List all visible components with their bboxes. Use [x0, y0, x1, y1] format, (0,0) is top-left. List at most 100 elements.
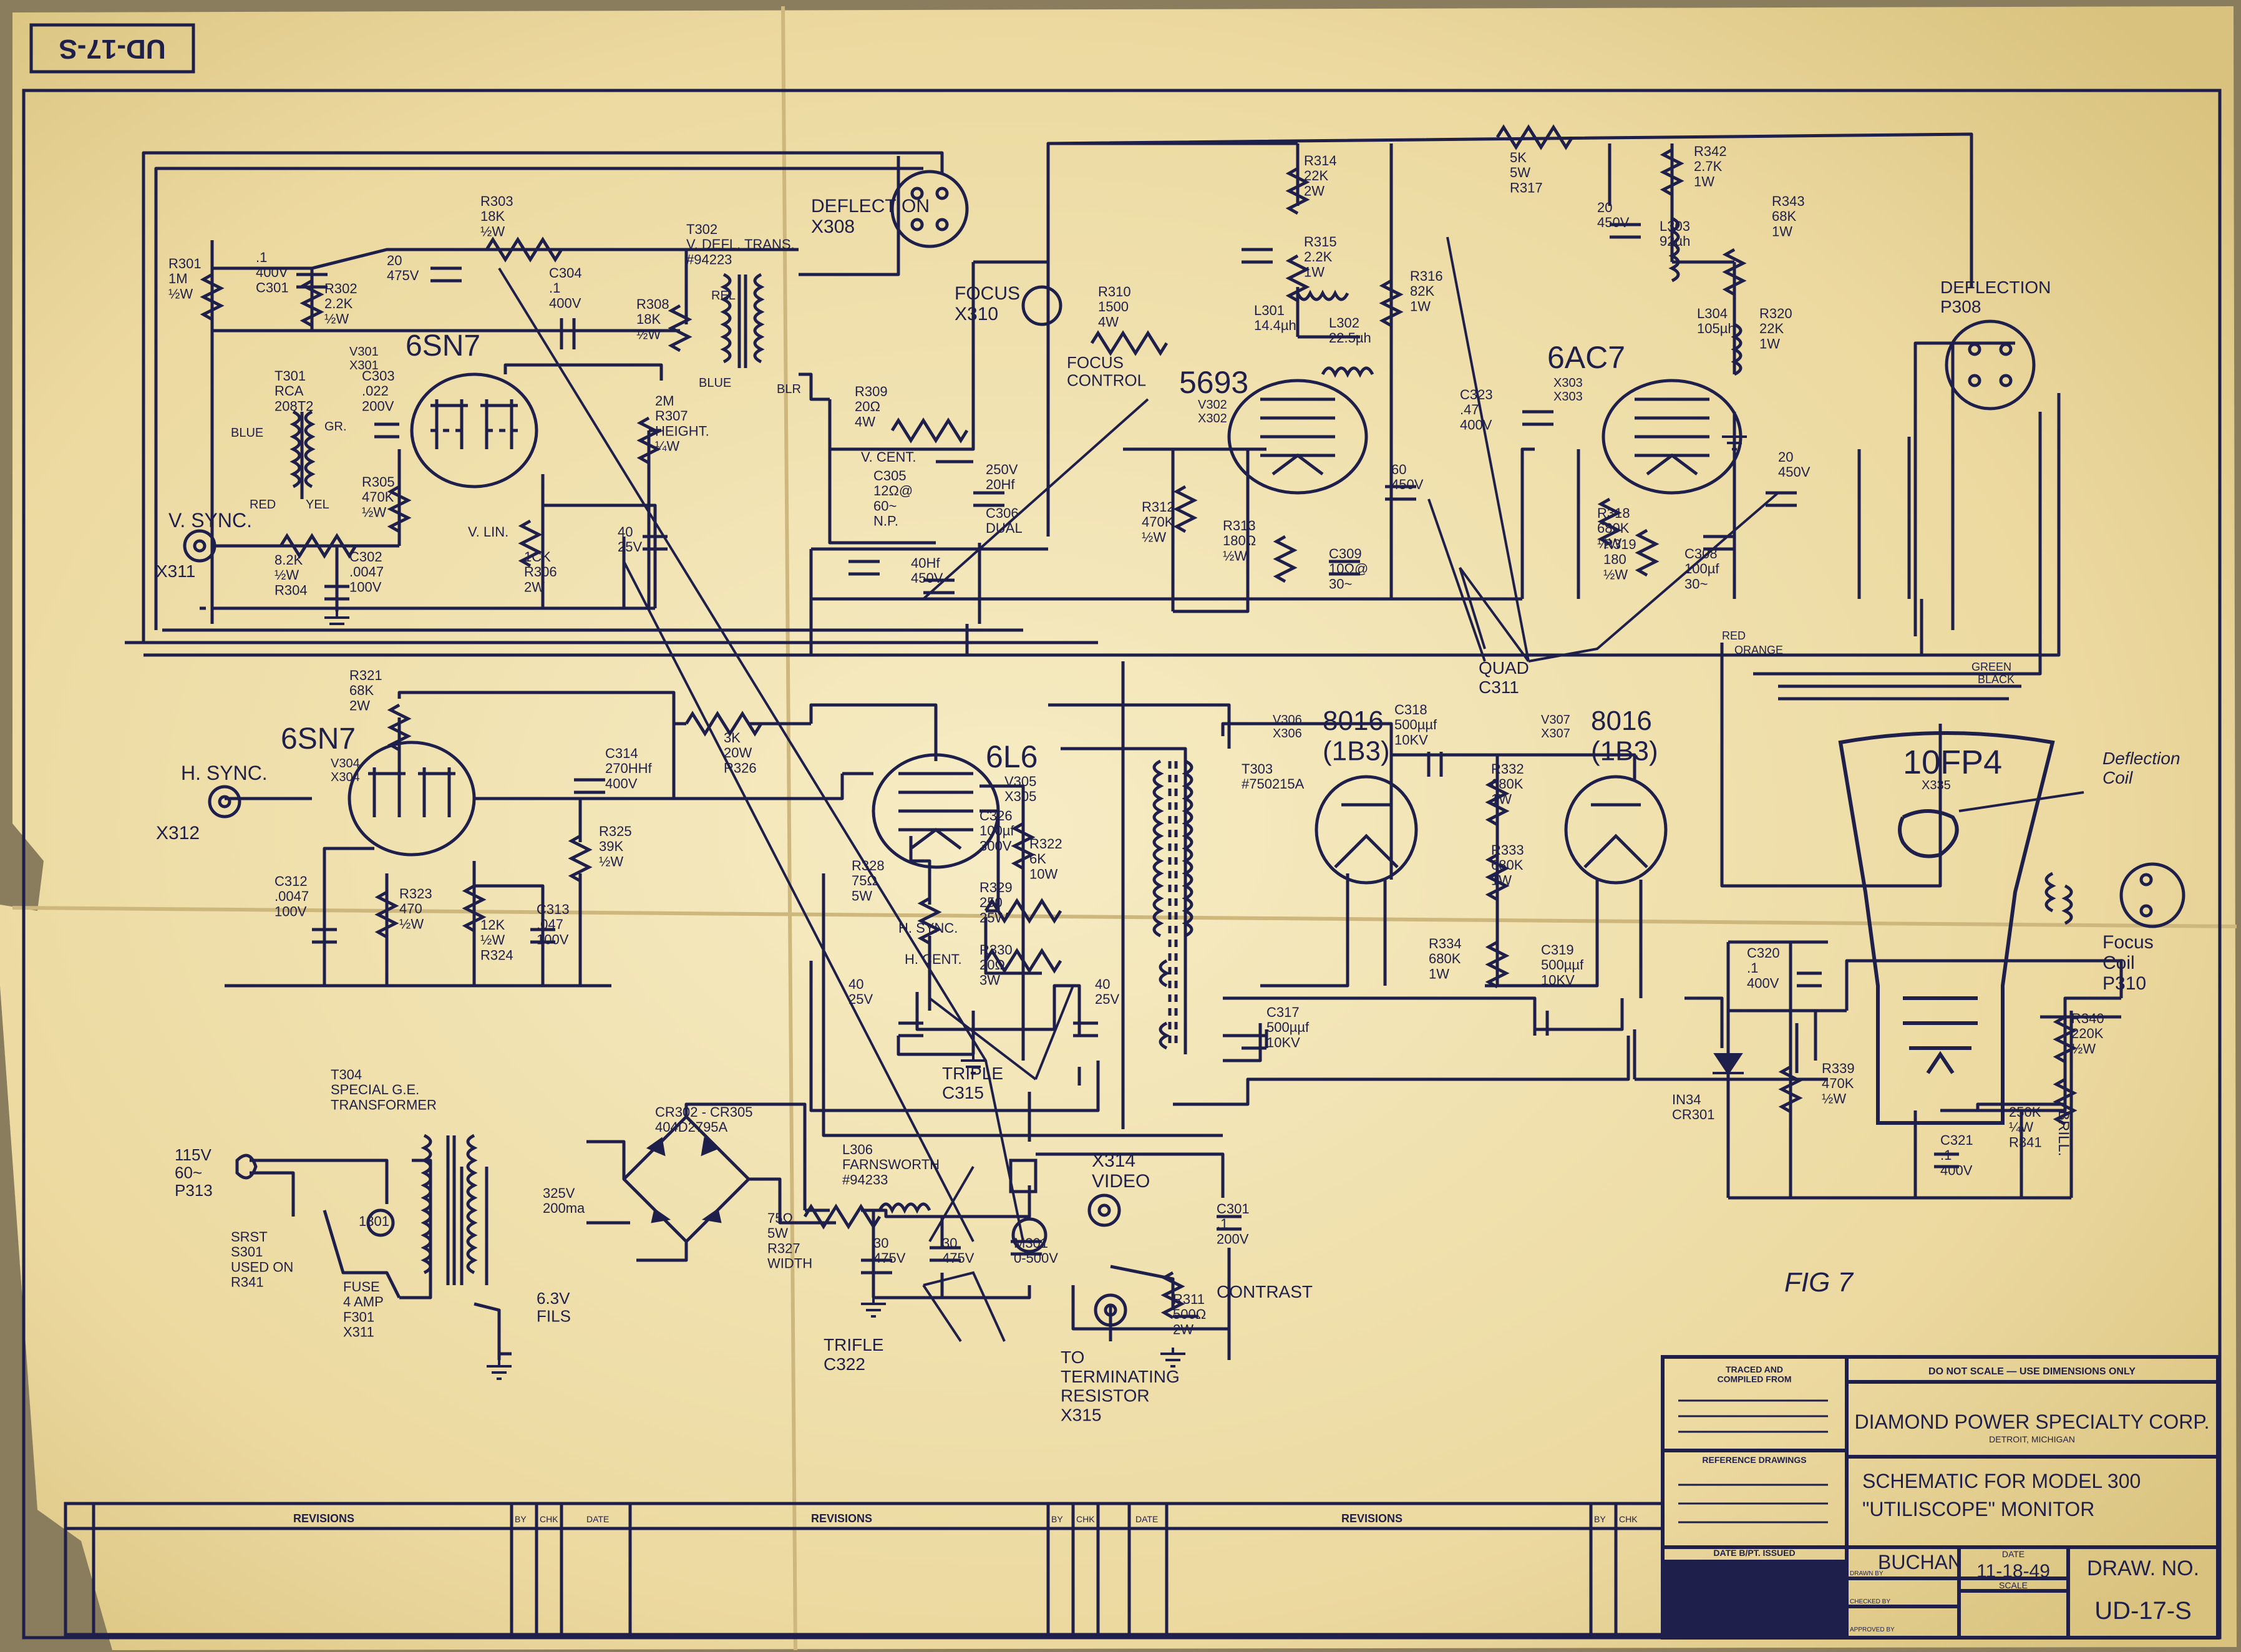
rev-by-2: BY: [1051, 1514, 1063, 1524]
tube-v306: [1315, 775, 1418, 885]
revisions-headers: REVISIONS BY CHK DATE REVISIONS BY CHK D…: [293, 1512, 1638, 1525]
resistors: [200, 124, 2078, 1319]
label-wire-orange: ORANGE: [1734, 644, 1783, 656]
capacitors: [296, 223, 1959, 1331]
rev-date-2: DATE: [1135, 1514, 1158, 1524]
rev-chk-2: CHK: [1076, 1514, 1095, 1524]
sheet-border: [22, 89, 2222, 1640]
crt-10fp4: [1838, 731, 2055, 1125]
rev-date-1: DATE: [586, 1514, 609, 1524]
label-wire-green: GREEN: [1971, 661, 2011, 673]
tb-title-line1: SCHEMATIC FOR MODEL 300: [1862, 1470, 2141, 1492]
tube-label-v307: 8016(1B3): [1591, 706, 1658, 766]
corner-drawing-number: UD-17-S: [29, 23, 195, 74]
corner-drawing-number-text: UD-17-S: [59, 34, 165, 64]
tb-do-not-scale: DO NOT SCALE — USE DIMENSIONS ONLY: [1928, 1366, 2136, 1377]
tb-reference: REFERENCE DRAWINGS: [1702, 1455, 1806, 1465]
tb-draw-no: UD-17-S: [2094, 1597, 2192, 1625]
wiring: [125, 132, 2123, 1360]
tube-label-v306: 8016(1B3): [1323, 706, 1390, 766]
label-blue: BLUE: [231, 426, 263, 440]
tube-label-v302: 5693: [1179, 365, 1248, 400]
tb-city: DETROIT, MICHIGAN: [1989, 1434, 2075, 1444]
label-x311: X311: [156, 561, 195, 581]
rev-by-3: BY: [1594, 1514, 1606, 1524]
tb-draw-no-label: DRAW. NO.: [2087, 1557, 2199, 1580]
title-block-filled-cell: [1663, 1560, 1847, 1638]
coils: [289, 216, 2073, 1285]
tb-drawn-label: DRAWN BY: [1850, 1570, 1884, 1577]
revisions-header-3: REVISIONS: [1341, 1512, 1402, 1525]
tube-ref-crt: X335: [1922, 779, 1951, 792]
label-blr: BLR: [777, 382, 801, 396]
tube-label-crt: 10FP4: [1903, 744, 2002, 781]
revisions-header-2: REVISIONS: [811, 1512, 872, 1525]
tube-v307: [1564, 775, 1668, 885]
label-wire-black: BLACK: [1978, 673, 2015, 686]
component-label: T303#750215A: [1242, 761, 1305, 792]
component-label: 1301: [359, 1213, 389, 1229]
tb-date: 11-18-49: [1976, 1561, 2050, 1582]
tb-title-line2: "UTILISCOPE" MONITOR: [1862, 1498, 2094, 1520]
tube-v301: [410, 372, 538, 488]
label-blue2: BLUE: [699, 376, 731, 390]
annotation-lines: [498, 236, 2084, 1343]
label-wire-red: RED: [1722, 629, 1746, 642]
tb-checked-label: CHECKED BY: [1850, 1598, 1890, 1605]
label-red: RED: [250, 498, 276, 512]
component-label: H. CENT.: [905, 951, 962, 967]
tb-approved-label: APPROVED BY: [1850, 1626, 1895, 1633]
tb-company: DIAMOND POWER SPECIALTY CORP.: [1855, 1411, 2210, 1433]
